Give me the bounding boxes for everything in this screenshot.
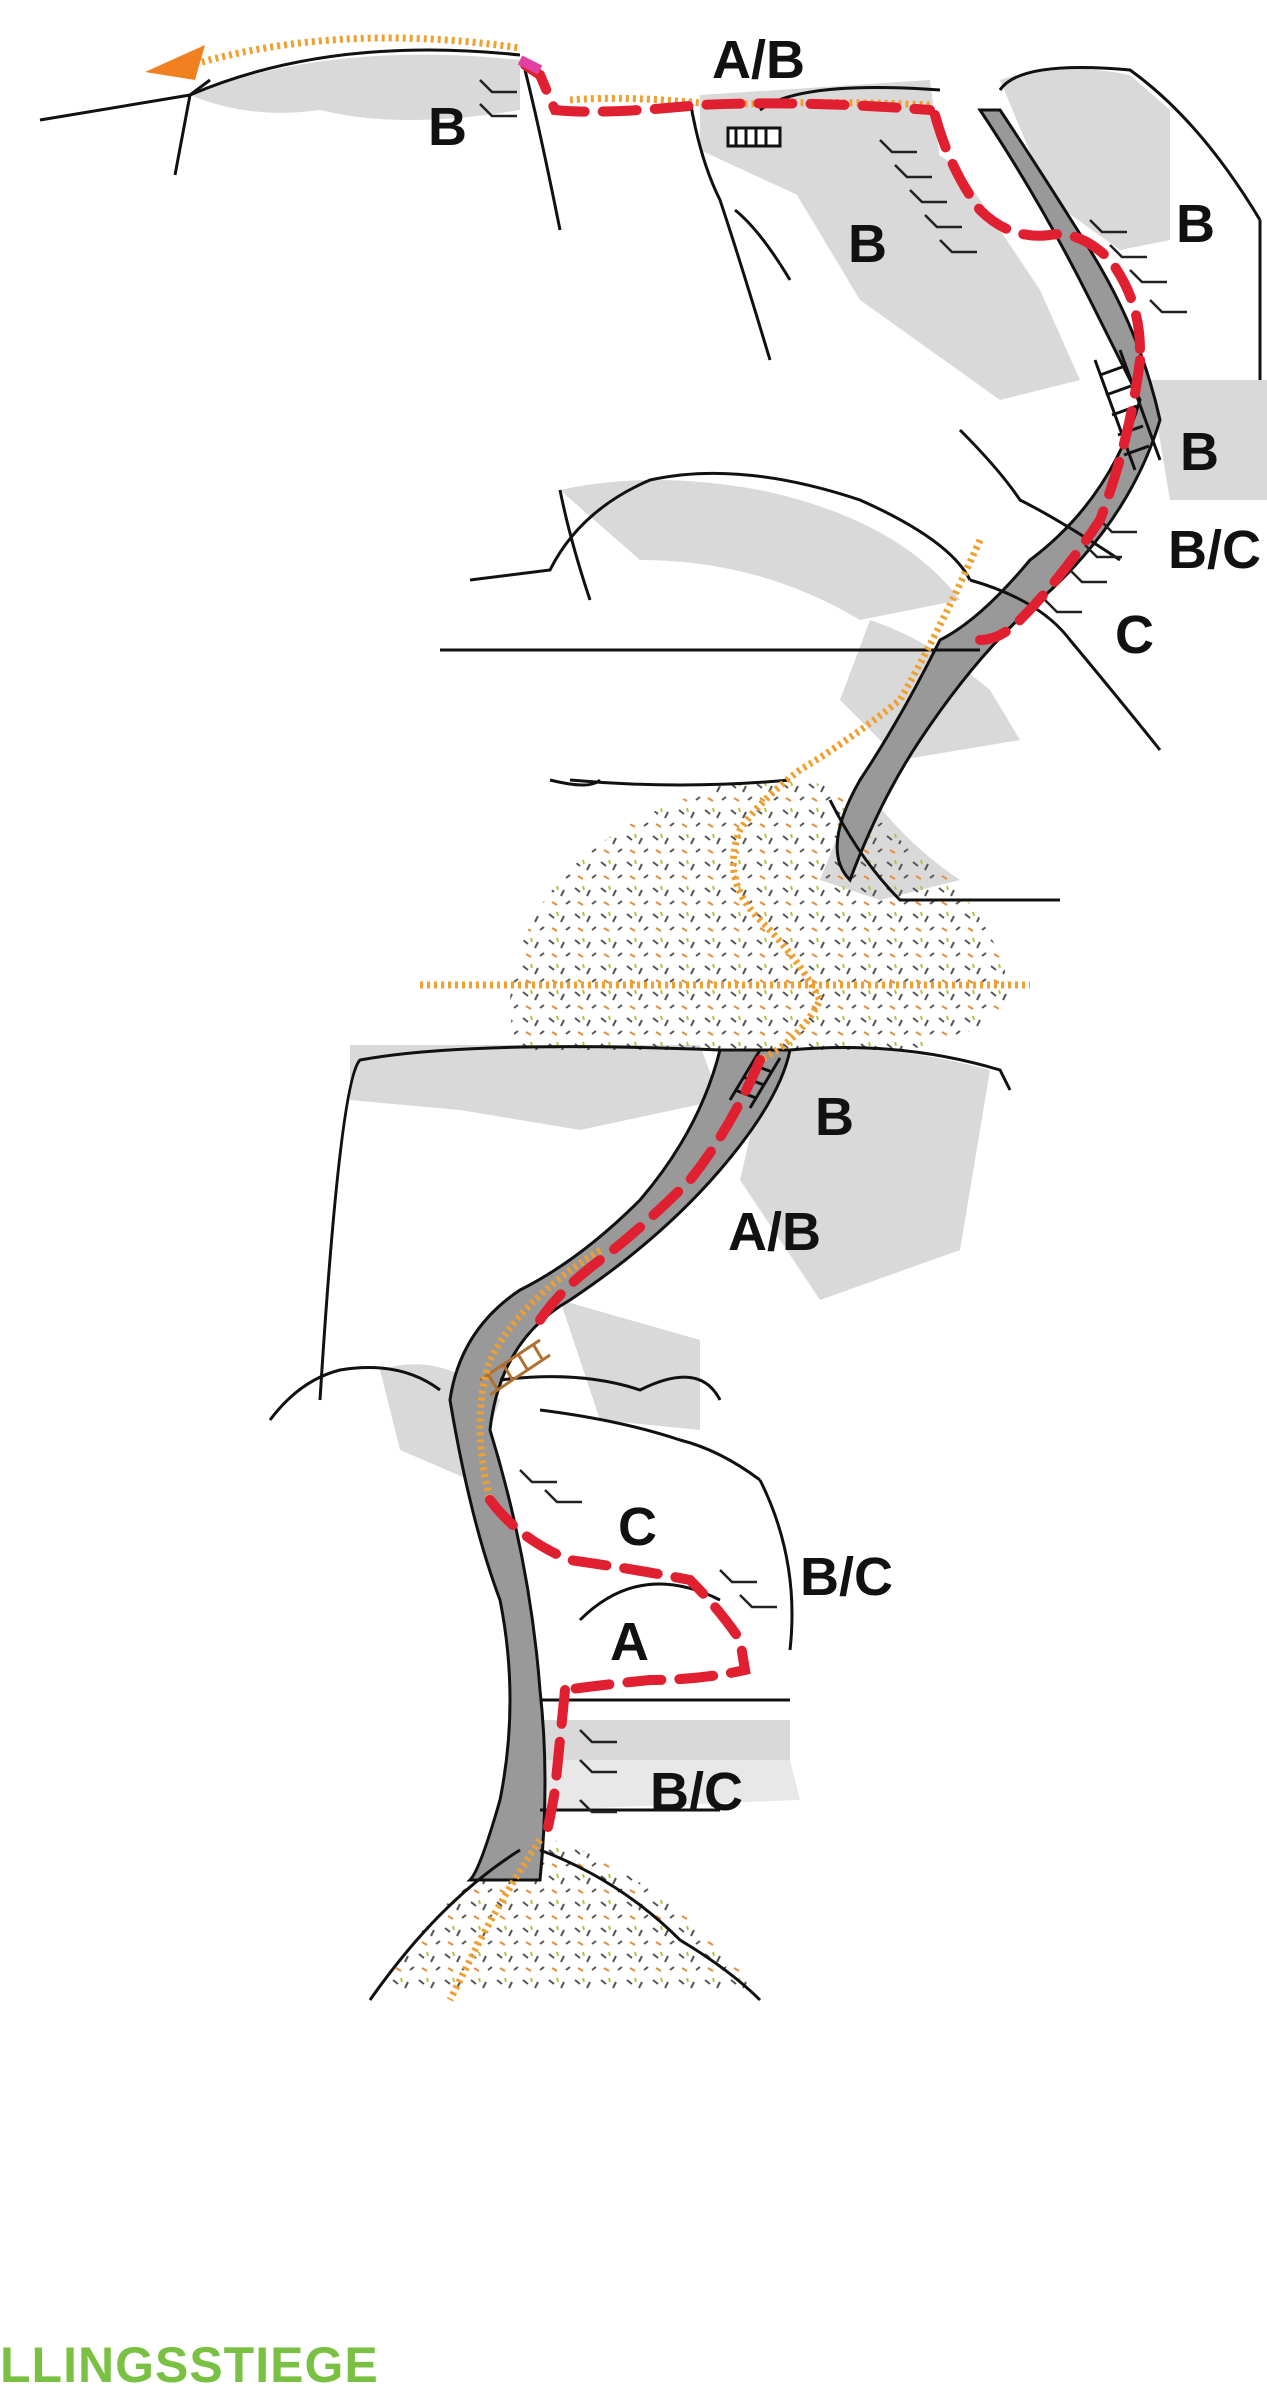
grade-right-bc: B/C [1168,520,1261,580]
grade-right-b: B [1180,422,1219,482]
route-name-title: LLINGSSTIEGE [0,2336,379,2394]
grade-upper-right: B [1176,194,1215,254]
grade-low-bc: B/C [800,1547,893,1607]
grade-upper-mid: B [848,214,887,274]
grade-low-c: C [618,1497,657,1557]
scree-upper [510,779,1010,1050]
bridge-top [728,128,780,146]
grade-bottom-bc: B/C [650,1762,743,1822]
grade-lower-b: B [815,1087,854,1147]
grade-top-left: B [428,97,467,157]
grade-low-a: A [610,1612,649,1672]
grade-right-c: C [1115,605,1154,665]
arrow-head [145,45,205,80]
grade-top-mid: A/B [712,30,805,90]
grade-lower-ab: A/B [728,1202,821,1262]
